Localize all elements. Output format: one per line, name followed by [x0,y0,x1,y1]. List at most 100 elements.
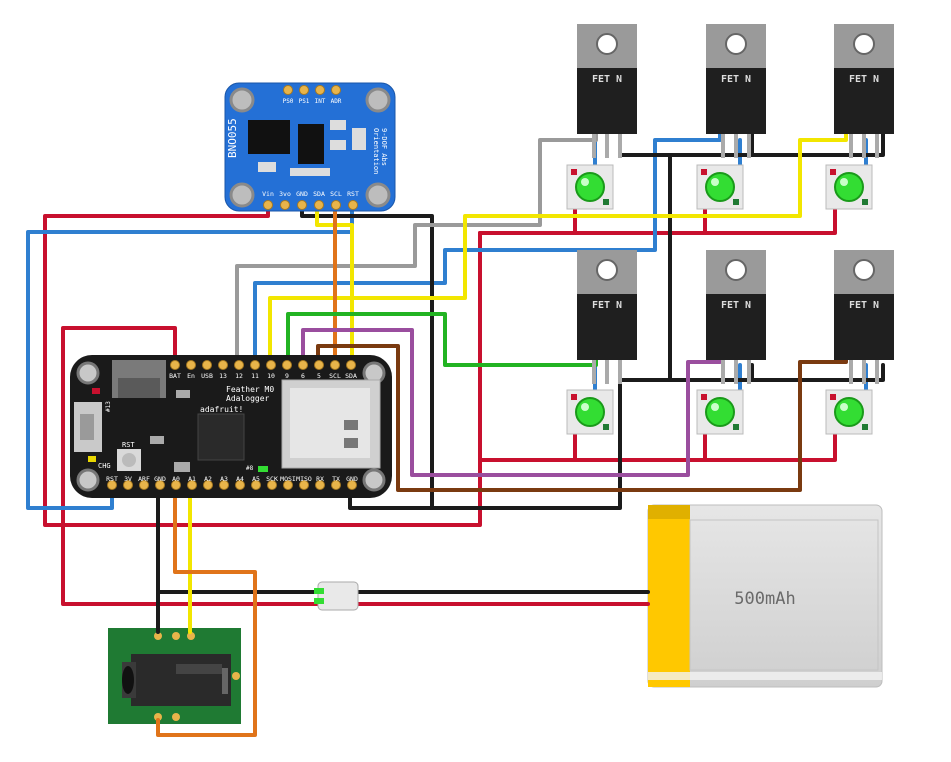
pin-label: SCL [330,190,342,198]
pin-pad [267,480,277,490]
pin-pad [347,480,357,490]
battery-capacity-label: 500mAh [734,589,795,609]
pin-pad [250,360,260,370]
pin-pad [283,85,293,95]
pin-label: SCL [329,372,341,380]
pin-pad [202,360,212,370]
pin-pad [186,360,196,370]
pin-pad [299,480,309,490]
mosfet-label: FET N [592,74,622,85]
sensor-side-label-2: Orientation [372,128,380,174]
pin-label: USB [201,372,213,380]
pin-pad [299,85,309,95]
pin-label: 5 [317,372,321,380]
pin-pad [219,480,229,490]
pin-pad [346,360,356,370]
pin-pad [234,360,244,370]
pin-pad [266,360,276,370]
led-2 [696,164,744,210]
pin-label: 10 [267,372,275,380]
sensor-side-label-1: 9-DOF Abs [380,128,388,166]
pin-pad [139,480,149,490]
pin-label: A4 [236,475,244,483]
led-array [566,164,873,435]
pin-pad [251,480,261,490]
led-6 [825,389,873,435]
pin-label: RST [106,475,118,483]
mosfet-5: FET N [706,250,766,384]
pin-pad [298,360,308,370]
pin-pad [218,360,228,370]
pin-pad [283,480,293,490]
pin-label: GND [154,475,166,483]
mosfet-4: FET N [577,250,637,384]
pin-label: 9 [285,372,289,380]
led-4 [566,389,614,435]
pin-pad [170,360,180,370]
pin-pad [155,480,165,490]
battery-jst-connector [314,581,359,611]
pin-label: MOSI [280,475,296,483]
mosfet-label: FET N [721,74,751,85]
wires [26,118,885,737]
pin-label: 13 [219,372,227,380]
pin-pad [171,480,181,490]
pin-label: 11 [251,372,259,380]
mosfet-2: FET N [706,24,766,158]
pin-label: ARF [138,475,150,483]
pin-label: RST [347,190,359,198]
pin-pad [314,200,324,210]
pin-pad [263,200,273,210]
pin-label: INT [315,98,326,105]
pin-label: ADR [331,98,342,105]
pin-label: En [187,372,195,380]
pin-label: 3V [124,475,132,483]
mosfet-label: FET N [849,300,879,311]
feather-title-2: Adalogger [226,394,270,403]
pin-label: BAT [169,372,181,380]
pin-pad [123,480,133,490]
pin-label: SCK [266,475,278,483]
lipo-battery: 500mAh [647,504,883,688]
pin-pad [315,85,325,95]
pin-pad [107,480,117,490]
pin-label: MISO [296,475,312,483]
feather-pin13-label: #13 [105,401,112,412]
pin-label: 3vo [279,190,291,198]
pin-label: A1 [188,475,196,483]
mosfet-label: FET N [592,300,622,311]
led-1 [566,164,614,210]
feather-brand: adafruit! [200,405,243,414]
mosfet-label: FET N [721,300,751,311]
pin-label: 12 [235,372,243,380]
pin-label: A3 [220,475,228,483]
pin-label: SDA [345,372,357,380]
pin-pad [330,360,340,370]
pin-pad [314,360,324,370]
pin-label: A5 [252,475,260,483]
pin-pad [297,200,307,210]
led-5 [696,389,744,435]
feather-pin8-label: #8 [246,465,254,472]
pin-label: PS0 [283,98,294,105]
mosfet-array: FET N FET N FET N FET N FET N FET N [577,24,894,384]
feather-title-1: Feather M0 [226,385,274,394]
pin-pad [348,200,358,210]
mosfet-1: FET N [577,24,637,158]
feather-m0-adalogger-board: Feather M0 Adalogger adafruit! RST CHG #… [70,355,392,498]
pin-pad [282,360,292,370]
pin-pad [331,480,341,490]
pin-label: A2 [204,475,212,483]
pin-label: RX [316,475,324,483]
audio-jack-breakout [108,628,241,724]
pin-pad [315,480,325,490]
pin-pad [331,85,341,95]
pin-pad [235,480,245,490]
pin-label: Vin [262,190,274,198]
feather-rst-button-label: RST [122,441,135,449]
pin-label: PS1 [299,98,310,105]
mosfet-3: FET N [834,24,894,158]
pin-label: GND [296,190,308,198]
